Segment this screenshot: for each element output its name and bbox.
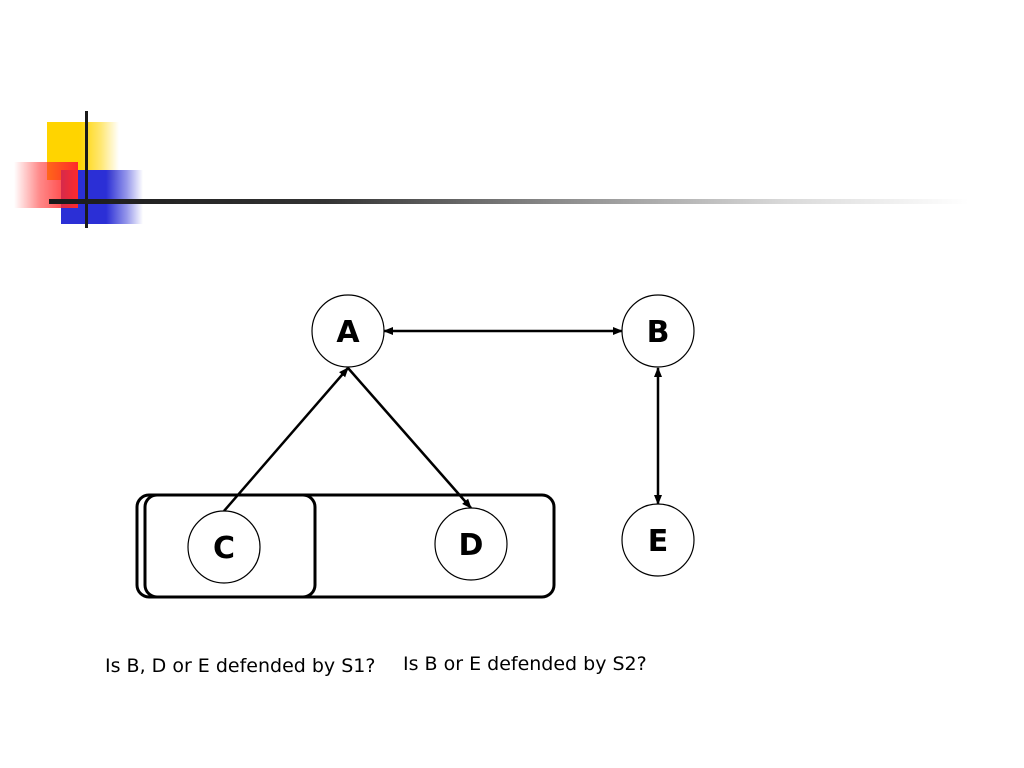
node-a-label: A: [336, 315, 360, 350]
question-s2: Is B or E defended by S2?: [403, 653, 647, 675]
node-e: E: [621, 503, 695, 577]
set-box-s2: [135, 493, 556, 599]
node-c: C: [187, 510, 261, 584]
node-c-label: C: [213, 531, 235, 566]
decor-vertical-line: [85, 111, 88, 228]
node-b-label: B: [647, 315, 670, 350]
node-a: A: [311, 294, 385, 368]
node-d: D: [434, 507, 508, 581]
node-d-label: D: [459, 528, 484, 563]
question-s1: Is B, D or E defended by S1?: [105, 655, 376, 677]
node-e-label: E: [648, 524, 669, 559]
set-box-s1: [143, 493, 317, 599]
edge-c-a: [223, 367, 349, 512]
edge-a-d: [347, 367, 472, 509]
decor-title-rule: [49, 199, 969, 204]
node-b: B: [621, 294, 695, 368]
